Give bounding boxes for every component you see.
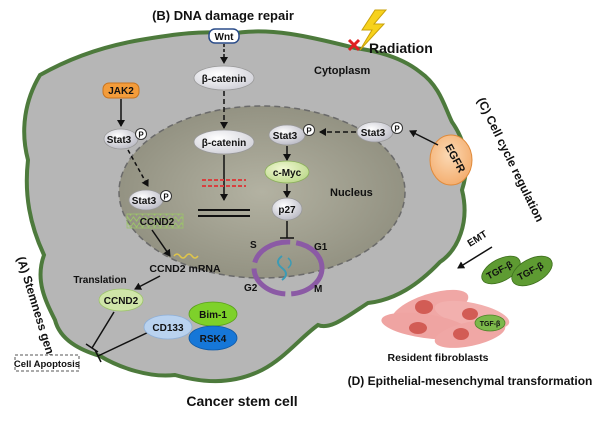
cytoplasm-label: Cytoplasm	[314, 65, 370, 77]
phase-g2-label: G2	[244, 283, 258, 294]
p27-inhibition-line	[280, 221, 294, 239]
phospho-badge	[135, 128, 147, 140]
ccnd2-protein-node	[98, 288, 144, 312]
cell-apoptosis-box	[14, 354, 80, 372]
phospho-label: P	[306, 127, 312, 136]
ccnd2-gene-label: CCND2	[140, 217, 175, 228]
stat3-nuc-left-label: Stat3	[132, 196, 157, 207]
ccnd2-gene-node	[126, 213, 184, 229]
translation-label: Translation	[73, 275, 126, 286]
p27-node	[271, 197, 303, 221]
translation-arrow	[134, 275, 161, 290]
cmyc-node	[264, 160, 310, 184]
phase-s-label: S	[250, 240, 257, 251]
phase-m-label: M	[314, 284, 322, 295]
cell-cycle-ring	[251, 239, 325, 297]
phospho-badge	[391, 122, 403, 134]
wnt-node	[208, 28, 240, 44]
cd133-node	[143, 314, 193, 340]
mrna-wave-icon	[173, 253, 199, 259]
section-title-cell-cycle: (C) Cell cycle regulation	[474, 95, 547, 224]
cancer-stem-cell-label: Cancer stem cell	[186, 393, 297, 409]
resident-fibroblasts-label: Resident fibroblasts	[388, 352, 489, 364]
phospho-badge	[303, 124, 315, 136]
section-title-emt: (D) Epithelial-mesenchymal transformatio…	[348, 374, 593, 388]
cmyc-label: c-Myc	[273, 168, 302, 179]
radiation-hit-icon	[347, 38, 361, 52]
ccnd2-mrna-label: CCND2 mRNA	[149, 263, 221, 275]
stat3-nuc-mid-label: Stat3	[273, 131, 298, 142]
nucleus-label: Nucleus	[330, 187, 373, 199]
p27-label: p27	[278, 205, 296, 216]
stat3-right-label: Stat3	[361, 128, 386, 139]
ccnd2-transcription-arrow	[151, 229, 171, 257]
section-title-dna-repair: (B) DNA damage repair	[152, 8, 294, 23]
emt-label: EMT	[466, 229, 490, 250]
rsk4-node	[188, 325, 238, 351]
cd133-label: CD133	[152, 323, 184, 334]
tgfb-node-2	[511, 255, 553, 287]
tgfb-node-3	[474, 314, 506, 332]
emt-arrow	[457, 246, 493, 269]
tgfb-label-3: TGF-β	[480, 321, 501, 328]
nucleus	[118, 105, 406, 279]
phospho-label: P	[138, 131, 144, 140]
jak2-node	[102, 82, 140, 99]
rsk4-label: RSK4	[200, 334, 227, 345]
egfr-to-stat3-arrow	[409, 130, 439, 146]
bim1-label: Bim-1	[199, 310, 227, 321]
tgfb-node-1	[481, 255, 521, 285]
phospho-label: P	[394, 125, 400, 134]
beta-catenin-nuc-label: β-catenin	[202, 138, 246, 149]
radiation-label: Radiation	[369, 40, 433, 56]
lightning-icon	[359, 9, 388, 51]
phase-g1-label: G1	[314, 242, 328, 253]
phospho-label: P	[163, 193, 169, 202]
stat3-nuc-mid-node	[268, 124, 306, 146]
dna-strand-icon	[198, 179, 250, 217]
ccnd2-protein-label: CCND2	[104, 296, 139, 307]
cell-apoptosis-label: Cell Apoptosis	[14, 359, 80, 370]
egfr-node	[429, 134, 473, 186]
beta-catenin-nuc-node	[193, 129, 255, 155]
stat3-cyto-label: Stat3	[107, 135, 132, 146]
beta-catenin-cyto-node	[193, 65, 255, 91]
beta-catenin-cyto-label: β-catenin	[202, 74, 246, 85]
inhibition-line-cd133	[94, 329, 154, 363]
wnt-label: Wnt	[215, 32, 235, 43]
jak2-label: JAK2	[108, 86, 134, 97]
phospho-badge	[160, 190, 172, 202]
